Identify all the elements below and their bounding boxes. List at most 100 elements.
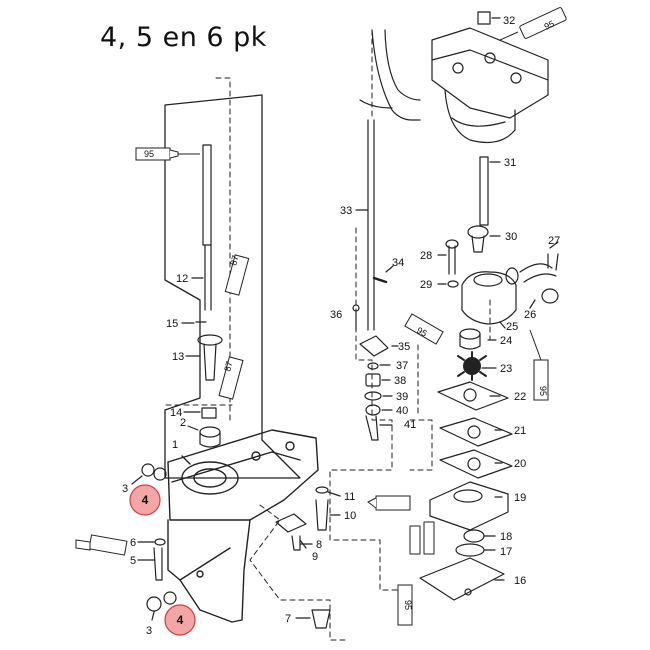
callout-c6: 6 <box>130 537 136 549</box>
part-19 <box>429 481 509 531</box>
tube-label-t95b: 95 <box>144 149 154 159</box>
part-30 <box>467 225 501 253</box>
pump-clips <box>409 521 435 555</box>
part-28 <box>437 239 459 275</box>
part-14 <box>183 407 217 419</box>
part-16 <box>419 557 505 601</box>
motor-leg-curves <box>359 29 421 121</box>
part-27 <box>519 241 559 283</box>
tube-label-t95a: 95 <box>543 19 556 32</box>
part-24 <box>459 328 497 350</box>
callout-c7: 7 <box>285 613 291 625</box>
tube-95-left <box>135 147 200 161</box>
callout-c37: 37 <box>396 360 408 372</box>
tube-87-upper <box>224 254 250 296</box>
tube-label-t95c: 95 <box>415 325 429 339</box>
part-11 <box>315 486 341 497</box>
callout-c27: 27 <box>548 235 560 247</box>
part-32 <box>477 11 491 25</box>
part-17 <box>455 543 485 557</box>
part-7 <box>295 609 331 629</box>
callout-c10: 10 <box>344 510 356 522</box>
tube-label-t95e: 95 <box>403 600 413 610</box>
highlight-labels: 44 <box>142 493 184 627</box>
highlight-label-h4a: 4 <box>142 493 149 507</box>
tube-95-top <box>499 7 567 41</box>
tube-mid-lower <box>367 495 411 511</box>
part-29 <box>447 280 459 288</box>
callout-c16: 16 <box>514 575 526 587</box>
tube-95-right <box>529 329 549 401</box>
part-38 <box>365 373 391 387</box>
part-40 <box>365 404 393 416</box>
callout-c11: 11 <box>344 491 355 503</box>
part-37 <box>367 362 379 370</box>
part-2 <box>187 425 221 448</box>
part-9 <box>275 513 307 549</box>
callout-c12: 12 <box>176 273 188 285</box>
callout-c3a: 3 <box>122 483 128 495</box>
callout-c19: 19 <box>514 492 526 504</box>
tube-95-bottom <box>397 584 413 626</box>
callout-c29: 29 <box>420 279 432 291</box>
tube-87-lower <box>218 356 244 400</box>
callout-c26: 26 <box>524 309 536 321</box>
callout-c2: 2 <box>180 417 186 429</box>
part-36 <box>352 304 360 331</box>
part-35 <box>359 335 399 357</box>
callout-c9: 9 <box>312 551 318 563</box>
part-12 <box>191 144 212 311</box>
part-20 <box>439 449 513 479</box>
callout-c17: 17 <box>500 546 512 558</box>
callout-c8: 8 <box>316 539 322 551</box>
part-18 <box>463 529 485 543</box>
grease-tubes <box>75 7 567 626</box>
callout-c36: 36 <box>330 309 342 321</box>
part-23 <box>457 351 487 381</box>
highlight-label-h4b: 4 <box>177 613 184 627</box>
callout-c32: 32 <box>503 15 515 27</box>
callout-c3b: 3 <box>146 625 152 637</box>
callout-c1: 1 <box>172 439 178 451</box>
callout-c35: 35 <box>398 341 410 353</box>
part-1-gearcase <box>167 429 319 623</box>
part-39 <box>364 391 382 401</box>
callout-c30: 30 <box>505 231 517 243</box>
driveshaft-housing-outline <box>164 94 301 479</box>
part-5 <box>137 547 163 581</box>
callout-c24: 24 <box>500 335 512 347</box>
highlight-circle-upper <box>129 484 161 516</box>
part-31 <box>479 156 489 226</box>
callout-c13: 13 <box>172 351 184 363</box>
tube-95-bottom-left <box>75 534 128 556</box>
part-10 <box>315 499 341 531</box>
pump-housing-top <box>431 27 549 143</box>
tube-label-t95d: 95 <box>538 386 548 396</box>
part-3-lower <box>146 591 177 621</box>
callout-c25: 25 <box>506 321 518 333</box>
highlight-markers <box>129 484 196 636</box>
callout-c31: 31 <box>504 157 516 169</box>
callout-c23: 23 <box>500 363 512 375</box>
callout-c15: 15 <box>166 318 178 330</box>
part-25 <box>461 271 517 329</box>
tube-95-mid <box>404 313 444 345</box>
part-3-upper <box>131 463 167 485</box>
callout-c18: 18 <box>500 531 512 543</box>
part-13 <box>185 334 223 381</box>
assembly-guide-lines <box>165 29 491 641</box>
part-6 <box>137 538 166 546</box>
callout-c22: 22 <box>514 391 526 403</box>
highlight-circle-lower <box>164 604 196 636</box>
part-33 <box>367 119 375 331</box>
callout-c5: 5 <box>130 555 136 567</box>
tube-label-t87b: 87 <box>222 360 234 372</box>
callout-c40: 40 <box>396 405 408 417</box>
callout-c28: 28 <box>420 250 432 262</box>
part-21 <box>439 417 513 447</box>
callout-c14: 14 <box>170 407 182 419</box>
callout-c41: 41 <box>404 419 416 431</box>
callout-c33: 33 <box>340 205 352 217</box>
